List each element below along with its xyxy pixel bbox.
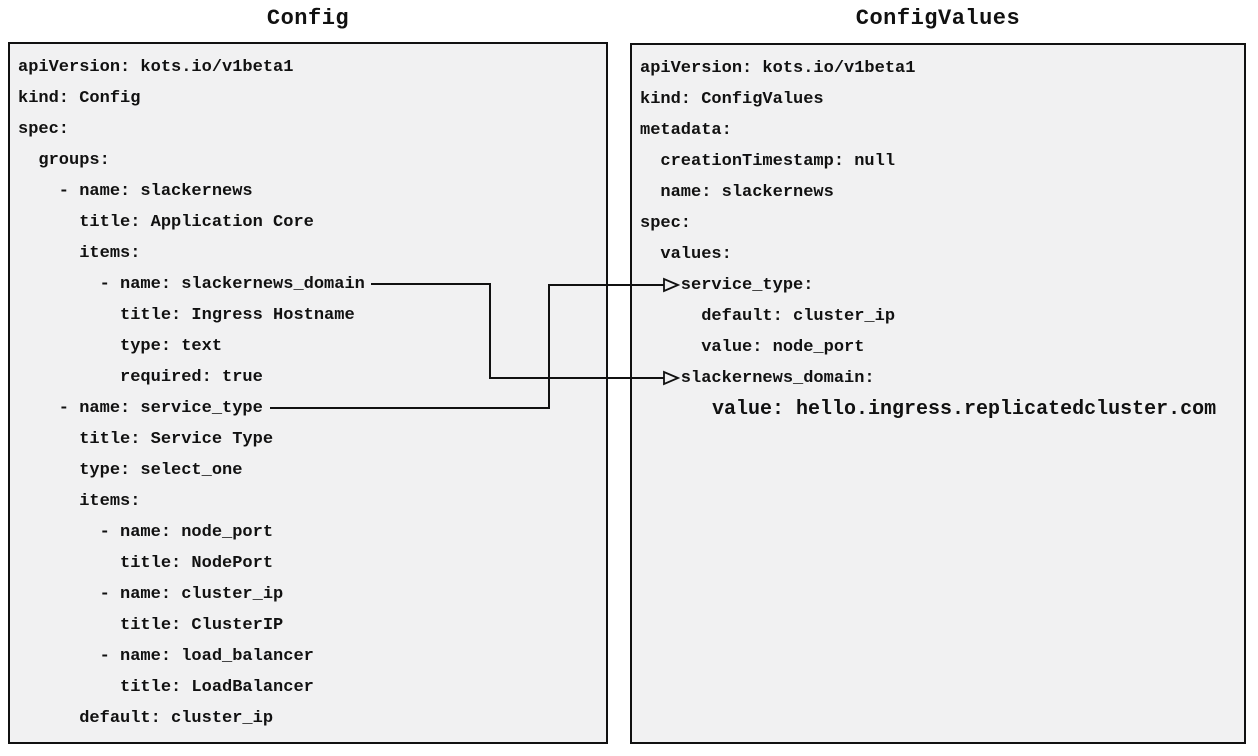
code-line: kind: ConfigValues (640, 90, 824, 109)
code-line: groups: (18, 151, 110, 170)
code-line: title: Service Type (18, 430, 274, 449)
code-line: - name: service_type (18, 399, 263, 418)
code-line: title: ClusterIP (18, 616, 284, 635)
code-line: service_type: (640, 276, 814, 295)
code-line: default: cluster_ip (640, 307, 896, 326)
code-line: name: slackernews (640, 183, 834, 202)
configvalues-yaml-box: apiVersion: kots.io/v1beta1 kind: ConfigV… (630, 43, 1246, 744)
code-line: required: true (18, 368, 263, 387)
code-line: title: NodePort (18, 554, 274, 573)
code-line: - name: node_port (18, 523, 274, 542)
code-line: title: LoadBalancer (18, 678, 314, 697)
code-line: title: Application Core (18, 213, 314, 232)
code-line: value: node_port (640, 338, 865, 357)
code-line: values: (640, 245, 732, 264)
code-line: type: select_one (18, 461, 243, 480)
code-line: metadata: (640, 121, 732, 140)
code-line: creationTimestamp: null (640, 152, 896, 171)
code-line: apiVersion: kots.io/v1beta1 (18, 58, 294, 77)
code-line: type: text (18, 337, 223, 356)
code-line: - name: cluster_ip (18, 585, 284, 604)
code-line: spec: (18, 120, 70, 139)
config-panel-title: Config (266, 6, 350, 31)
code-line: items: (18, 492, 141, 511)
code-line: - name: load_balancer (18, 647, 314, 666)
code-line: value: hello.ingress.replicatedcluster.c… (640, 398, 1217, 421)
code-line: - name: slackernews (18, 182, 253, 201)
code-line: slackernews_domain: (640, 369, 875, 388)
code-line: items: (18, 244, 141, 263)
code-line: kind: Config (18, 89, 141, 108)
code-line: title: Ingress Hostname (18, 306, 355, 325)
config-yaml-box: apiVersion: kots.io/v1beta1 kind: Config s… (8, 42, 608, 744)
code-line: spec: (640, 214, 692, 233)
code-line: - name: slackernews_domain (18, 275, 365, 294)
code-line: apiVersion: kots.io/v1beta1 (640, 59, 916, 78)
configvalues-panel-title: ConfigValues (855, 6, 1021, 31)
code-line: default: cluster_ip (18, 709, 274, 728)
